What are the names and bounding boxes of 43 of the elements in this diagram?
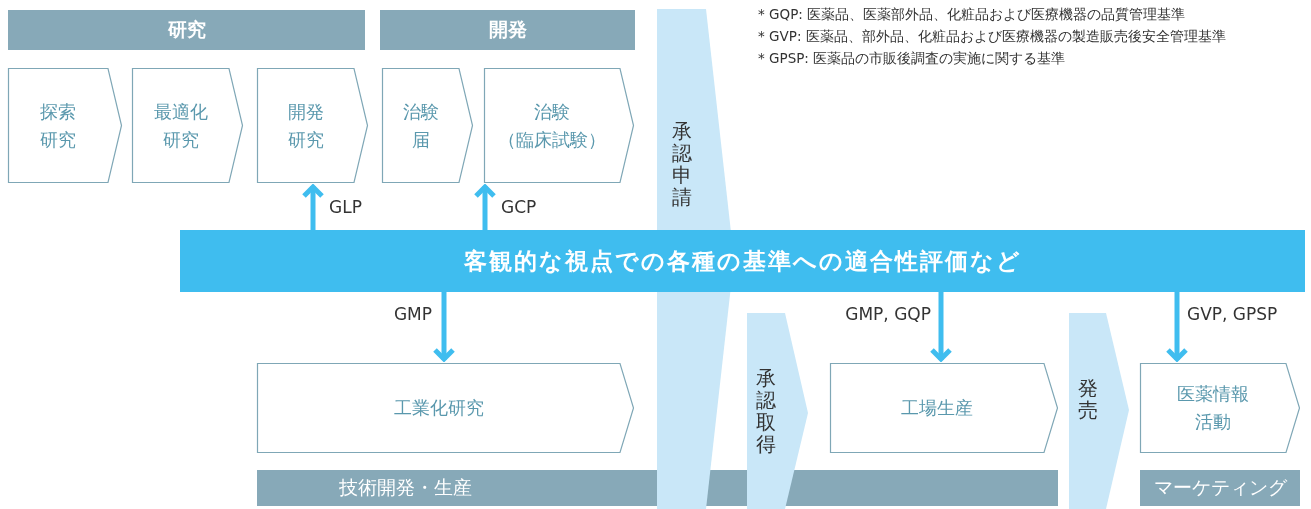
step-box [257,363,634,453]
section-title: 客観的な視点での各種の基準への適合性評価など [463,246,1022,276]
step-box [257,68,368,183]
stage-label: 承認取得 [756,367,776,455]
arrow [929,292,953,362]
step-label: 最適化研究 [153,99,209,152]
step-label: 探索研究 [40,99,77,152]
category-bar [1140,470,1300,506]
arrow [473,184,497,230]
stage-band [747,313,809,509]
step-label: 工業化研究 [393,396,485,421]
edge-label: GCP [501,197,537,217]
step-label: 治験届 [402,99,440,152]
edge-label: GVP, GPSP [1187,304,1278,324]
step-box [484,68,634,183]
footnote: * GVP: 医薬品、部外品、化粧品および医療機器の製造販売後安全管理基準 [758,28,1226,46]
arrow [1165,292,1189,362]
step-label: 工場生産 [901,396,974,421]
step-box [830,363,1058,453]
step-label: 治験（臨床試験） [498,99,607,152]
evaluation-bar [180,230,1305,292]
arrow [301,184,325,230]
section-title: 技術開発・生産 [339,475,472,500]
step-box [132,68,243,183]
section-title: 開発 [488,17,527,42]
step-box [8,68,122,183]
stage-band [1069,313,1130,509]
step-label: 開発研究 [287,99,325,152]
arrow [432,292,456,362]
edge-label: GMP, GQP [845,304,931,324]
step-box [1140,363,1300,453]
stage-label: 発売 [1077,377,1098,421]
section-header [380,10,635,50]
stage-label: 承認申請 [671,120,692,208]
edge-label: GMP [393,304,432,324]
edge-label: GLP [329,197,362,217]
footnote: * GPSP: 医薬品の市販後調査の実施に関する基準 [758,50,1066,68]
section-title: 研究 [167,17,206,42]
step-label: 医薬情報活動 [1177,382,1250,434]
step-box [382,68,473,183]
section-header [8,10,365,50]
section-title: マーケティング [1153,475,1287,500]
footnote: * GQP: 医薬品、医薬部外品、化粧品および医療機器の品質管理基準 [758,6,1186,24]
